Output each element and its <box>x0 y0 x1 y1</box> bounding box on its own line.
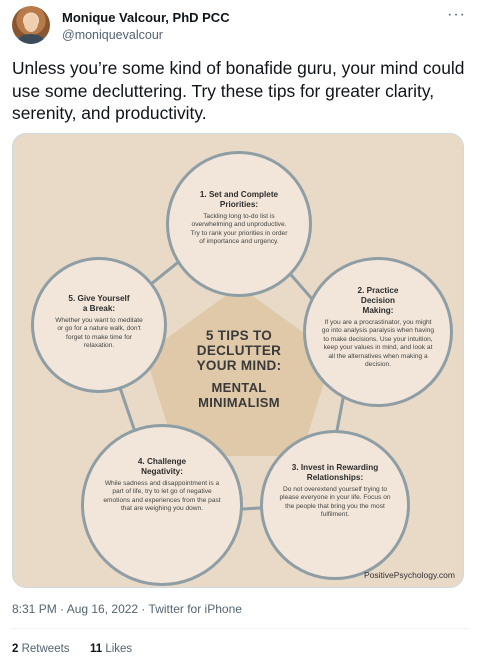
tip-body: Tackling long to-do list is overwhelming… <box>190 213 288 246</box>
tip-circle-2: 2. Practice Decision Making: If you are … <box>303 257 453 407</box>
tip-body: While sadness and disappointment is a pa… <box>103 480 221 513</box>
retweets-count: 2 <box>12 643 19 655</box>
likes-label: Likes <box>105 643 133 655</box>
likes-count: 11 <box>89 643 103 655</box>
tip-title: 2. Practice Decision Making: <box>357 286 399 315</box>
tip-title: 5. Give Yourself a Break: <box>68 294 130 313</box>
tip-circle-5: 5. Give Yourself a Break: Whether you wa… <box>31 257 167 393</box>
author-name[interactable]: Monique Valcour, PhD PCC <box>62 10 230 25</box>
image-credit: PositivePsychology.com <box>363 570 455 580</box>
divider <box>12 628 468 629</box>
center-subtitle: MENTAL MINIMALISM <box>198 380 280 410</box>
center-pentagon <box>145 286 333 456</box>
tweet-timestamp[interactable]: 8:31 PM · Aug 16, 2022 · Twitter for iPh… <box>12 602 242 616</box>
tip-body: Whether you want to meditate or go for a… <box>55 317 143 350</box>
more-horizontal-icon[interactable]: ··· <box>447 6 466 23</box>
tip-circle-1: 1. Set and Complete Priorities: Tackling… <box>166 151 312 297</box>
tweet-stats: 2 Retweets 11 Likes <box>12 643 132 655</box>
author-handle[interactable]: @moniquevalcour <box>62 28 163 42</box>
tip-title: 1. Set and Complete Priorities: <box>199 190 279 209</box>
tip-body: Do not overextend yourself trying to ple… <box>279 486 391 519</box>
tweet-header: Monique Valcour, PhD PCC @moniquevalcour… <box>12 6 468 46</box>
likes-stat[interactable]: 11 Likes <box>90 643 132 655</box>
tip-body: If you are a procrastinator, you might g… <box>321 319 435 369</box>
tip-title: 3. Invest in Rewarding Relationships: <box>291 463 379 482</box>
retweets-label: Retweets <box>21 643 70 655</box>
tip-title: 4. Challenge Negativity: <box>137 457 187 476</box>
avatar[interactable] <box>12 6 50 44</box>
tip-circle-3: 3. Invest in Rewarding Relationships: Do… <box>260 430 410 580</box>
retweets-stat[interactable]: 2 Retweets <box>12 643 70 655</box>
tip-circle-4: 4. Challenge Negativity: While sadness a… <box>81 424 243 586</box>
tweet-text: Unless you’re some kind of bonafide guru… <box>12 58 465 123</box>
center-title: 5 TIPS TO DECLUTTER YOUR MIND: <box>196 328 282 373</box>
tweet-image[interactable]: 5 TIPS TO DECLUTTER YOUR MIND: MENTAL MI… <box>12 133 464 588</box>
